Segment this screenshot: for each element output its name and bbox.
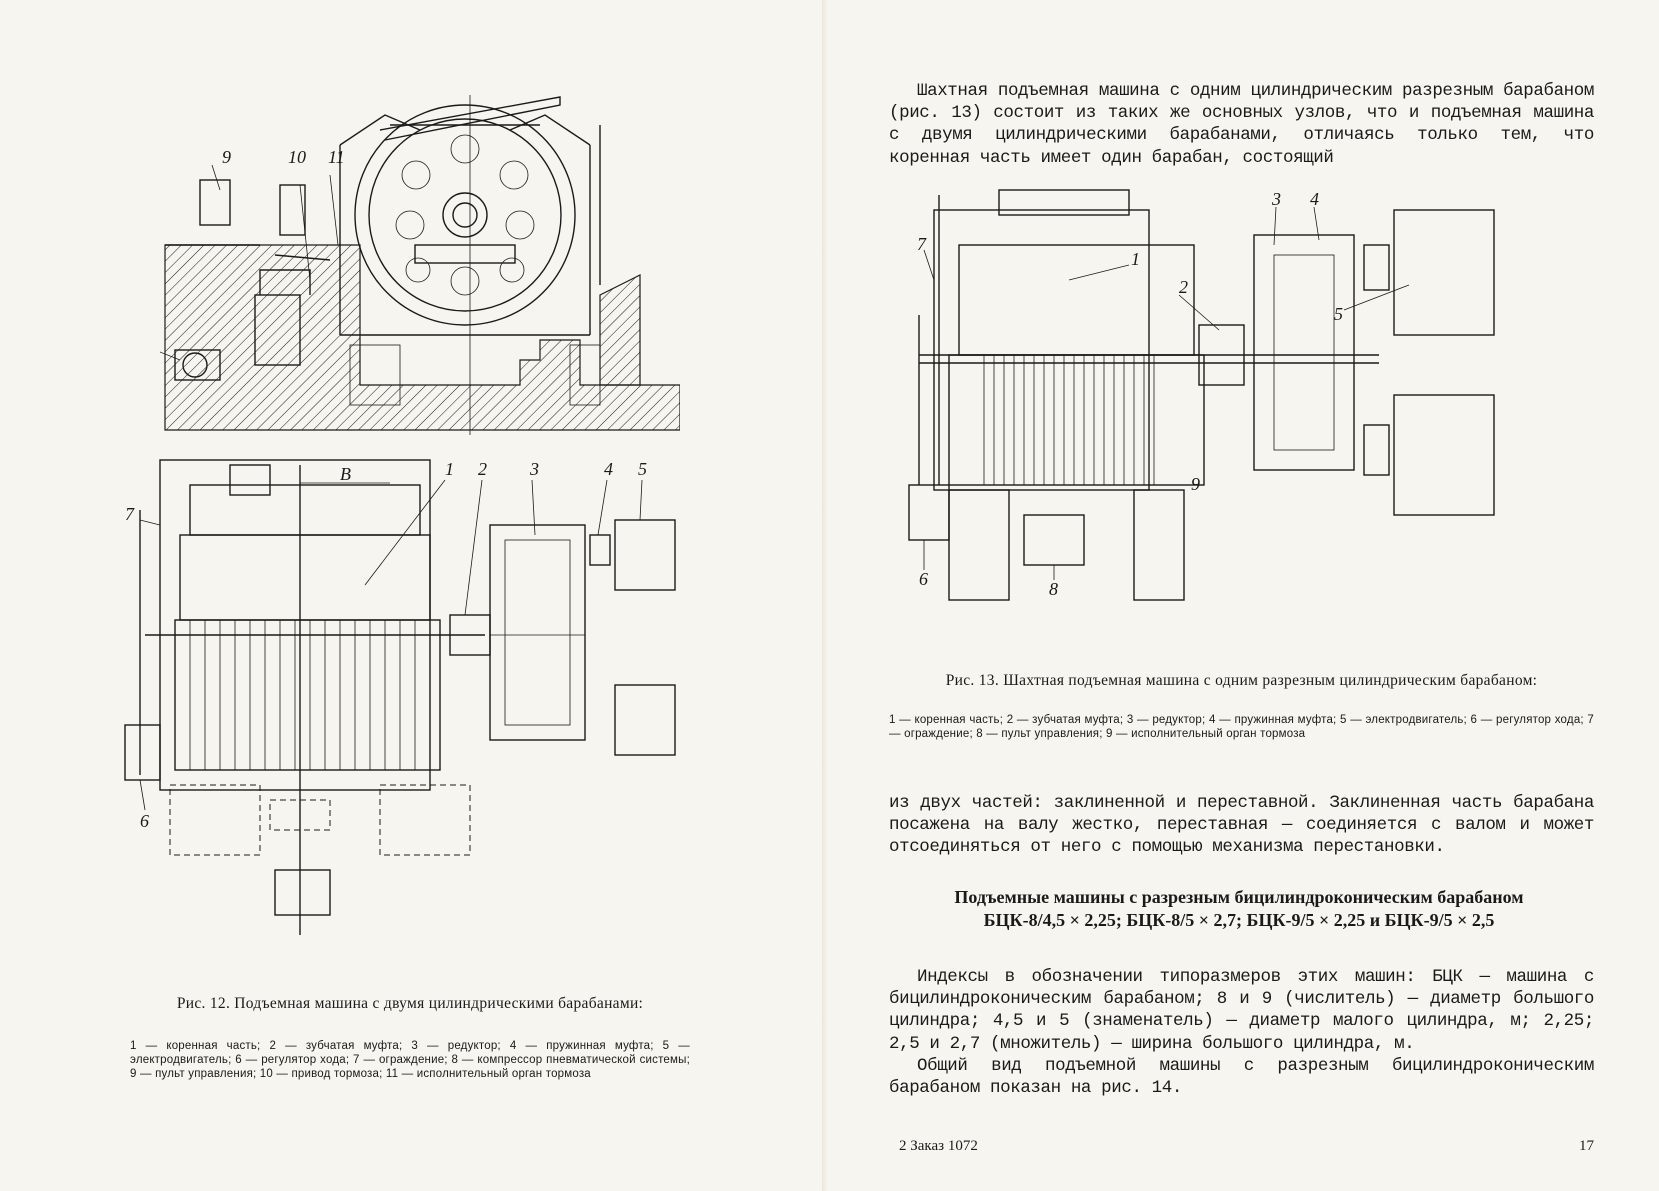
fig13-label-5: 5 [1334, 304, 1343, 324]
paragraph-general-text: Общий вид подъемной машины с разрезным б… [889, 1055, 1594, 1099]
fig12-label-11: 11 [328, 147, 345, 167]
fig12-label-4: 4 [604, 459, 613, 479]
fig13-plan-drawing: 7 3 4 1 2 5 9 6 8 [908, 189, 1495, 601]
fig13-label-2: 2 [1179, 277, 1188, 297]
fig12-label-2: 2 [478, 459, 487, 479]
paragraph-top-text: Шахтная подъемная машина с одним цилиндр… [889, 81, 1594, 168]
fig12-label-b: B [340, 464, 351, 484]
fig12-label-3: 3 [529, 459, 539, 479]
fig12-caption: Рис. 12. Подъемная машина с двумя цилинд… [176, 995, 644, 1012]
fig12-label-5: 5 [638, 459, 647, 479]
fig12-label-10: 10 [288, 147, 306, 167]
fig13-label-3: 3 [1271, 189, 1281, 209]
fig13-label-9: 9 [1191, 474, 1200, 494]
paragraph-mid: из двух частей: заклиненной и переставно… [889, 792, 1594, 859]
fig12-label-7: 7 [125, 504, 135, 524]
fig12-plan-drawing: 7 B 1 2 3 4 5 6 [124, 459, 676, 935]
fig13-legend: 1 — коренная часть; 2 — зубчатая муфта; … [889, 714, 1594, 740]
fig13-label-8: 8 [1049, 579, 1058, 599]
section-heading: Подъемные машины с разрезным бицилиндрок… [954, 887, 1524, 930]
page-gutter [822, 0, 828, 1191]
paragraph-mid-text: из двух частей: заклиненной и переставно… [889, 793, 1594, 858]
fig12-legend: 1 — коренная часть; 2 — зубчатая муфта; … [130, 1040, 690, 1080]
paragraph-indexes-text: Индексы в обозначении типоразмеров этих … [889, 967, 1594, 1054]
footer-order: 2 Заказ 1072 [899, 1138, 978, 1154]
fig12-label-9: 9 [222, 147, 231, 167]
fig13-label-6: 6 [919, 569, 928, 589]
left-page: 9 10 11 8 [0, 0, 820, 1191]
page-number: 17 [1579, 1138, 1594, 1154]
fig12-elevation-drawing: 9 10 11 8 [160, 95, 680, 435]
right-page: Шахтная подъемная машина с одним цилиндр… [829, 0, 1659, 1191]
paragraph-indexes: Индексы в обозначении типоразмеров этих … [889, 966, 1594, 1099]
fig12-label-1: 1 [445, 459, 454, 479]
fig13-caption: Рис. 13. Шахтная подъемная машина с одни… [945, 672, 1538, 689]
fig13-label-4: 4 [1310, 189, 1319, 209]
fig13-label-7: 7 [917, 234, 927, 254]
fig12-label-6: 6 [140, 811, 149, 831]
paragraph-top: Шахтная подъемная машина с одним цилиндр… [889, 80, 1594, 169]
fig13-label-1: 1 [1131, 249, 1140, 269]
